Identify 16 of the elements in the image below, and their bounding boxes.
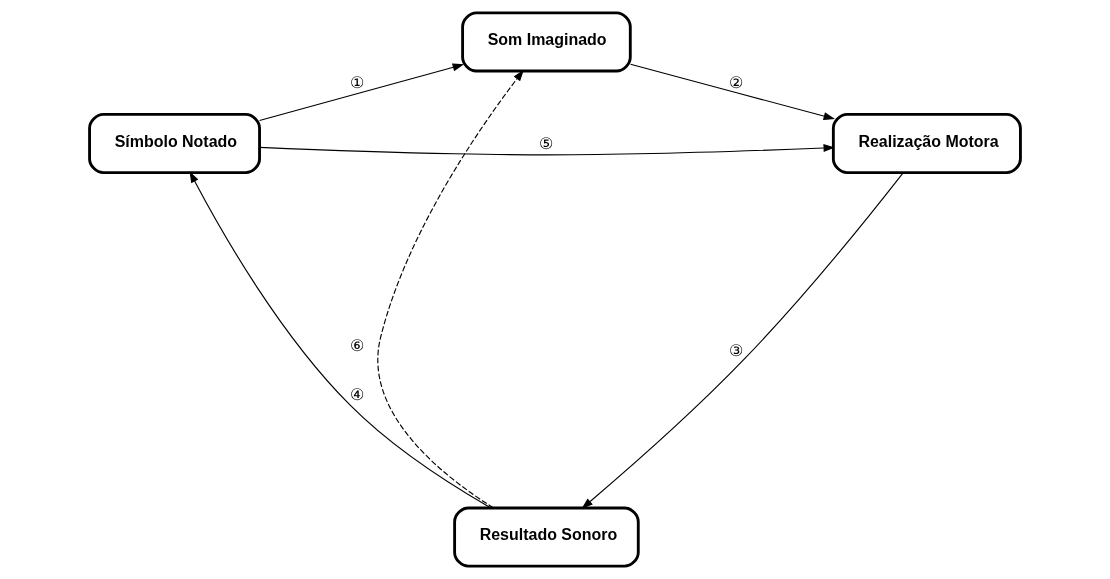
edge-label: ④ — [350, 386, 365, 404]
arrow — [630, 63, 835, 120]
edge-label: ③ — [728, 341, 743, 359]
arrow — [377, 69, 524, 509]
edge-label: ① — [350, 73, 365, 91]
arrow — [581, 172, 904, 509]
node-box: Som Imaginado — [461, 11, 632, 73]
edge-label: ⑥ — [350, 336, 365, 354]
edge-label: ② — [728, 73, 743, 91]
arrow — [259, 63, 465, 121]
edge-label: ⑤ — [539, 135, 554, 153]
node-box: Resultado Sonoro — [453, 506, 640, 568]
node-box: Símbolo Notado — [88, 112, 261, 174]
arrow — [259, 144, 835, 156]
node-box: Realização Motora — [831, 112, 1022, 174]
arrow — [189, 171, 492, 509]
